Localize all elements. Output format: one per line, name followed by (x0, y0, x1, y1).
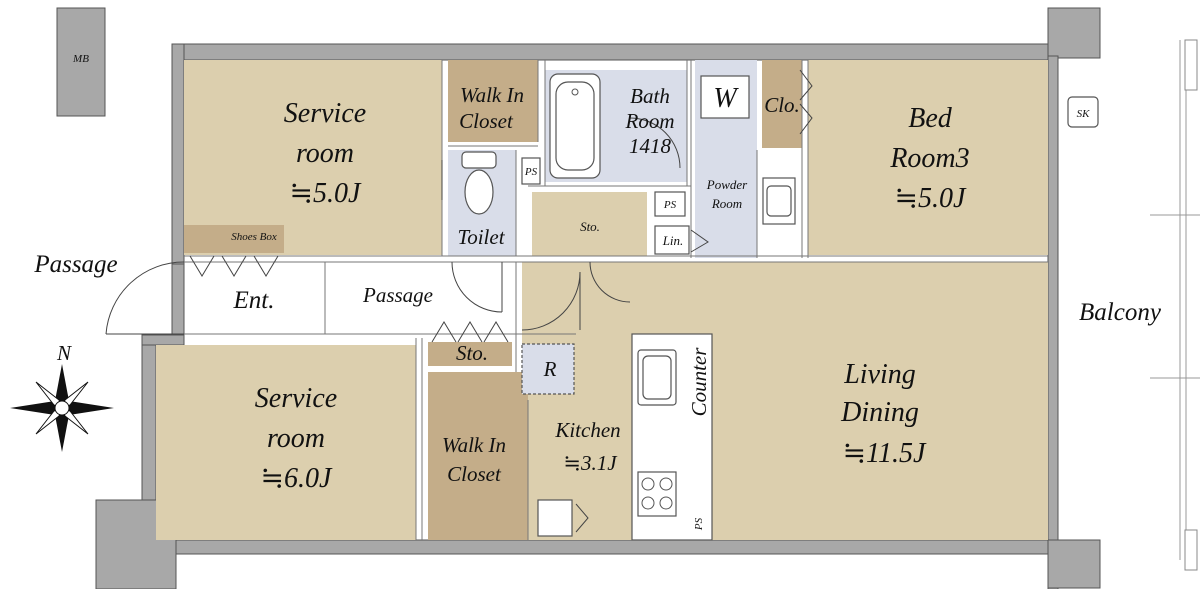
walk-in-closet-2-label-2: Closet (447, 462, 502, 486)
bed-room-3 (808, 60, 1048, 255)
walk-in-closet-1-label: Walk In (460, 83, 524, 107)
fixtures (461, 73, 1099, 541)
balcony-label: Balcony (1079, 299, 1162, 326)
walk-in-closet-1-label-2: Closet (459, 109, 514, 133)
ps-label-3: PS (693, 517, 705, 531)
bath-room-label-2: Room (625, 109, 675, 133)
powder-room-label: Powder (706, 177, 748, 192)
shoes-box-label: Shoes Box (231, 231, 277, 243)
balcony-rail (1150, 39, 1200, 571)
closet-bed3 (762, 60, 802, 148)
refrigerator-label: R (543, 357, 557, 381)
entrance-label: Ent. (233, 287, 275, 314)
service-room-2 (156, 345, 416, 540)
outside-passage-label: Passage (33, 251, 117, 278)
ps-label-2: PS (663, 199, 677, 211)
storage-1 (532, 192, 647, 256)
rooms (156, 60, 1048, 540)
structural-walls (56, 7, 1101, 589)
interior-walls (184, 60, 1048, 540)
service-room-1 (184, 60, 442, 255)
washer-label: W (713, 83, 739, 114)
north-compass-icon (10, 364, 114, 452)
ps-box-2 (654, 191, 686, 217)
ps-label-1: PS (524, 166, 538, 178)
counter-label: Counter (687, 347, 711, 417)
living-dining-area: ≒11.5J (843, 438, 927, 469)
service-room-2-label-2: room (267, 423, 325, 454)
toilet-label: Toilet (457, 225, 505, 249)
north-label: N (56, 341, 72, 365)
walk-in-closet-2-label: Walk In (442, 433, 506, 457)
doors (105, 69, 813, 533)
service-room-1-label: Service (284, 98, 366, 129)
bath-room-size: 1418 (629, 134, 672, 158)
bed-room-3-area: ≒5.0J (895, 183, 967, 214)
powder-room-label-2: Room (711, 196, 742, 211)
stove-icon (637, 471, 677, 517)
service-room-1-area: ≒5.0J (290, 178, 362, 209)
service-room-2-label: Service (255, 383, 337, 414)
refrigerator-space (521, 343, 575, 395)
storage-2-label: Sto. (456, 341, 488, 365)
storage-2 (428, 342, 512, 366)
washer-icon (700, 75, 750, 119)
bath-room-label: Bath (630, 84, 670, 108)
inside-passage-label: Passage (362, 283, 433, 307)
mb-label: MB (72, 53, 89, 65)
living-dining-label-2: Dining (840, 397, 919, 428)
storage-1-label: Sto. (580, 219, 600, 234)
service-room-1-label-2: room (296, 138, 354, 169)
kitchen-label: Kitchen (554, 418, 620, 442)
shoes-box (184, 225, 284, 253)
linen-label: Lin. (662, 233, 684, 248)
sk-label: SK (1077, 108, 1091, 120)
toilet-icon (461, 151, 497, 169)
linen-box (654, 225, 690, 255)
service-room-2-area: ≒6.0J (261, 463, 333, 494)
closet-label: Clo. (764, 93, 800, 117)
labels: MB SK Service room ≒5.0J Walk In Closet … (33, 53, 1162, 531)
kitchen-area: ≒3.1J (563, 451, 618, 475)
walk-in-closet-2 (428, 372, 528, 540)
sk-box (1067, 96, 1099, 128)
bed-room-3-label-2: Room3 (889, 143, 969, 174)
living-dining-label: Living (843, 359, 916, 390)
kitchen-bin (537, 499, 573, 537)
bed-room-3-label: Bed (908, 103, 953, 134)
walk-in-closet-1 (448, 60, 538, 142)
ps-box-1 (521, 157, 541, 185)
